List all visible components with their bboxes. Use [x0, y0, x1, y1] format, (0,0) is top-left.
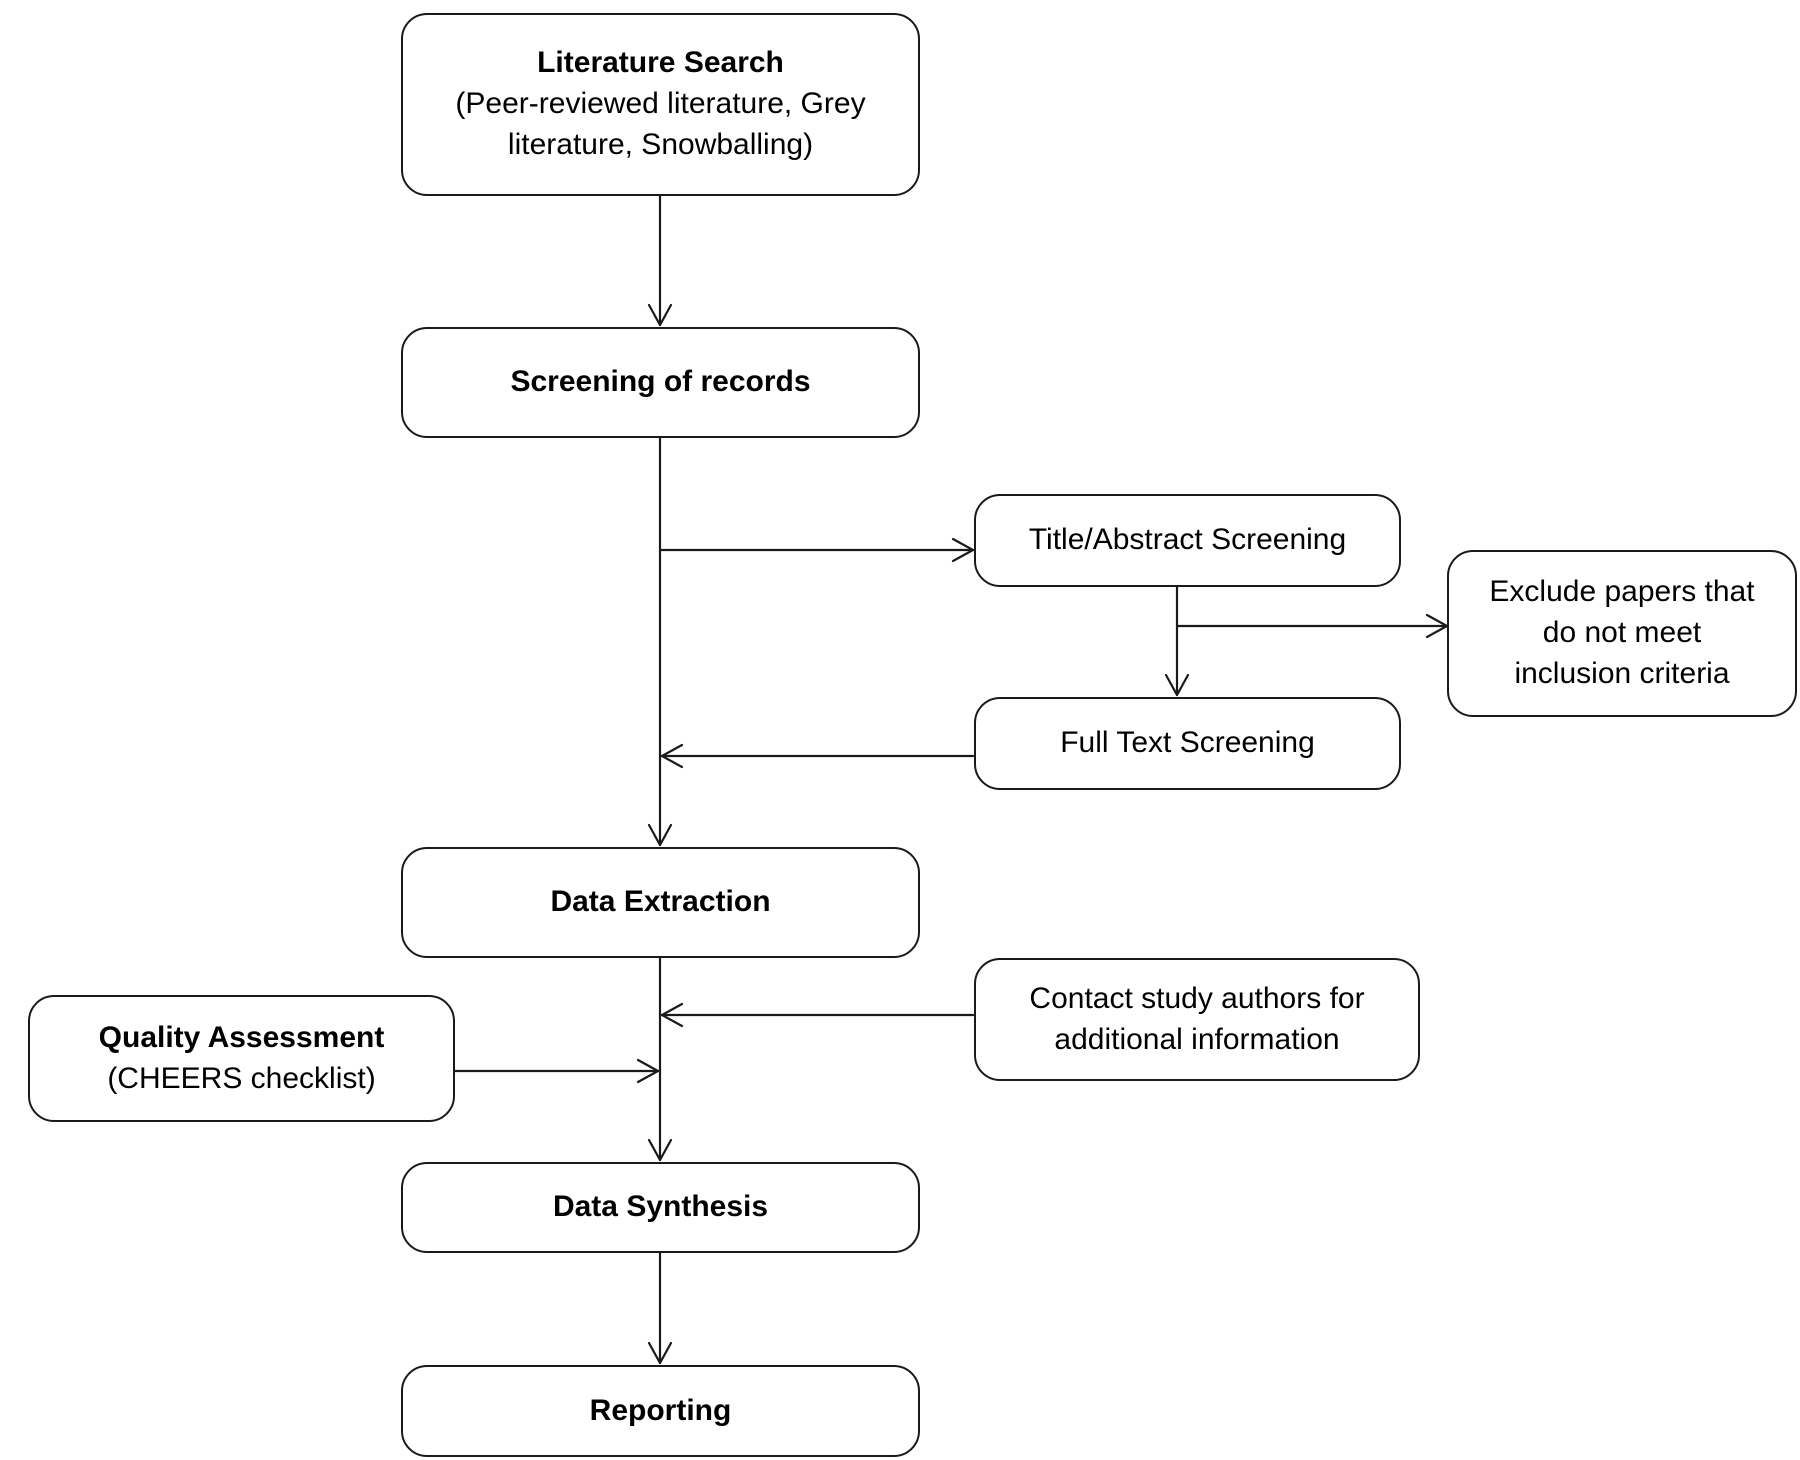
data-extraction-node: Data Extraction — [401, 847, 920, 958]
reporting-title: Reporting — [589, 1393, 732, 1427]
arrow-synthesis-to-reporting — [647, 1251, 673, 1365]
contact-authors-line-2: additional information — [1054, 1022, 1340, 1056]
contact-authors-node: Contact study authors for additional inf… — [974, 958, 1420, 1081]
literature-search-detail-2: literature, Snowballing) — [507, 127, 814, 161]
exclude-papers-line-3: inclusion criteria — [1514, 656, 1730, 690]
data-extraction-title: Data Extraction — [550, 885, 771, 919]
contact-authors-line-1: Contact study authors for — [1029, 981, 1365, 1015]
exclude-papers-line-1: Exclude papers that — [1489, 575, 1755, 609]
literature-search-title: Literature Search — [537, 46, 784, 80]
arrow-screening-to-extraction — [647, 436, 673, 847]
arrow-to-exclude-papers — [1175, 613, 1449, 639]
screening-of-records-title: Screening of records — [510, 365, 811, 399]
quality-assessment-title: Quality Assessment — [98, 1020, 385, 1054]
reporting-node: Reporting — [401, 1365, 920, 1457]
full-text-screening-node: Full Text Screening — [974, 697, 1401, 790]
exclude-papers-line-2: do not meet — [1542, 616, 1702, 650]
quality-assessment-detail: (CHEERS checklist) — [107, 1061, 376, 1095]
arrow-search-to-screening — [647, 194, 673, 327]
title-abstract-screening-label: Title/Abstract Screening — [1028, 523, 1347, 557]
arrow-to-title-abstract-screening — [658, 537, 975, 563]
arrow-extraction-to-synthesis — [647, 956, 673, 1162]
exclude-papers-node: Exclude papers that do not meet inclusio… — [1447, 550, 1797, 717]
screening-of-records-node: Screening of records — [401, 327, 920, 438]
arrow-contact-authors-to-trunk — [660, 1002, 975, 1028]
quality-assessment-node: Quality Assessment (CHEERS checklist) — [28, 995, 455, 1122]
arrow-title-abstract-to-full-text — [1164, 585, 1190, 697]
literature-search-detail-1: (Peer-reviewed literature, Grey — [455, 87, 866, 121]
arrow-quality-assessment-to-trunk — [453, 1058, 660, 1084]
data-synthesis-node: Data Synthesis — [401, 1162, 920, 1253]
full-text-screening-label: Full Text Screening — [1060, 726, 1315, 760]
literature-search-node: Literature Search (Peer-reviewed literat… — [401, 13, 920, 196]
data-synthesis-title: Data Synthesis — [552, 1190, 769, 1224]
title-abstract-screening-node: Title/Abstract Screening — [974, 494, 1401, 587]
arrow-full-text-to-trunk — [660, 743, 975, 769]
